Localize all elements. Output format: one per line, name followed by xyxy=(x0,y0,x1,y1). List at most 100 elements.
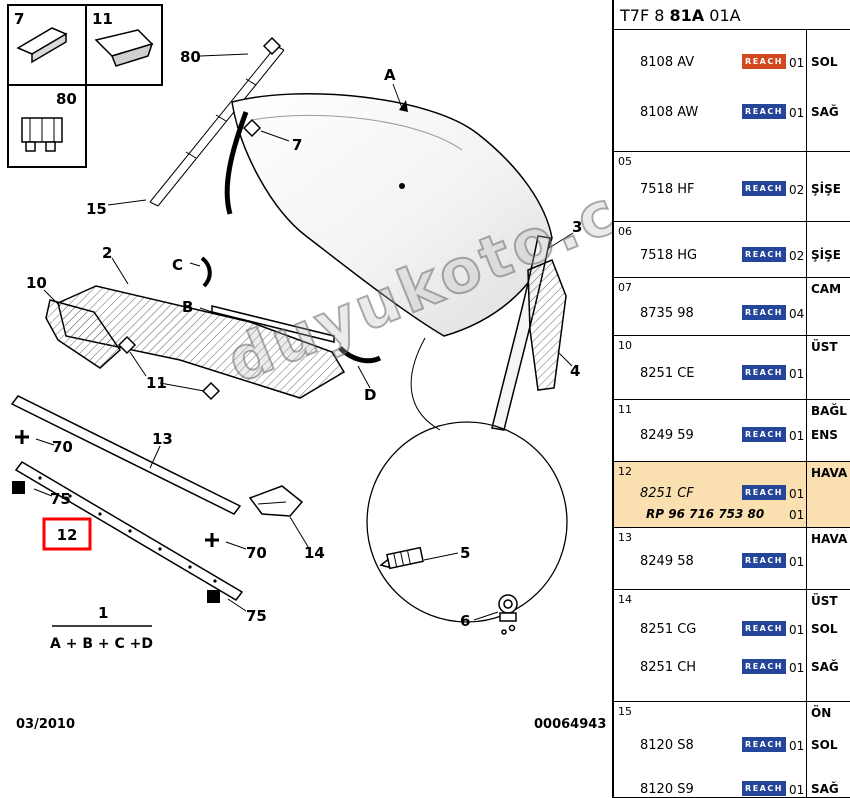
ref-number: 15 xyxy=(618,705,632,718)
part-row[interactable]: 8251 CG REACH 01 xyxy=(614,621,850,638)
parts-diagram: 7 11 80 xyxy=(7,4,606,732)
part-row[interactable]: 8735 98 REACH 04 xyxy=(614,305,850,322)
callout-11[interactable]: 11 xyxy=(146,374,167,392)
table-row-group[interactable]: 05 7518 HF REACH 02 ŞİŞE xyxy=(614,152,850,222)
catalog-reference-header: T7F 8 81A 01A xyxy=(614,0,850,30)
part-row[interactable]: 8108 AW REACH 01 xyxy=(614,104,850,121)
callout-3[interactable]: 3 xyxy=(572,218,582,236)
callout-2[interactable]: 2 xyxy=(102,244,112,262)
quantity: 01 xyxy=(789,487,805,501)
callout-75b[interactable]: 75 xyxy=(246,607,267,625)
hood-seal xyxy=(224,111,249,215)
callout-13[interactable]: 13 xyxy=(152,430,173,448)
description: ŞİŞE xyxy=(811,182,841,196)
reach-badge[interactable]: REACH xyxy=(742,181,786,196)
table-row-group[interactable]: 15 8120 S8 REACH 01 8120 S9 REACH 01 ÖN … xyxy=(614,702,850,798)
bracket-14 xyxy=(248,485,304,517)
callout-70b[interactable]: 70 xyxy=(246,544,267,562)
reach-badge[interactable]: REACH xyxy=(742,305,786,320)
callout-5[interactable]: 5 xyxy=(460,544,470,562)
table-row-group[interactable]: 07 8735 98 REACH 04 CAM xyxy=(614,278,850,336)
clip-part-5 xyxy=(379,546,424,570)
part-row[interactable]: 8251 CF REACH 01 xyxy=(614,485,850,502)
ref-number: 14 xyxy=(618,593,632,606)
highlighted-callout-box[interactable] xyxy=(42,517,92,551)
callout-11-inset[interactable]: 11 xyxy=(92,10,113,28)
legend: 1 A + B + C +D xyxy=(50,604,153,652)
quantity: 01 xyxy=(789,661,805,675)
part-row[interactable]: 7518 HF REACH 02 xyxy=(614,181,850,198)
reach-badge[interactable]: REACH xyxy=(742,54,786,69)
reach-badge[interactable]: REACH xyxy=(742,737,786,752)
reach-badge[interactable]: REACH xyxy=(742,621,786,636)
part-number: 8249 58 xyxy=(640,554,694,569)
callout-D[interactable]: D xyxy=(364,386,376,404)
ref-number: 12 xyxy=(618,465,632,478)
description: BAĞL xyxy=(811,404,847,418)
reach-badge[interactable]: REACH xyxy=(742,365,786,380)
part-row[interactable]: 8120 S8 REACH 01 xyxy=(614,737,850,754)
callout-C[interactable]: C xyxy=(172,256,183,274)
part-row[interactable]: 7518 HG REACH 02 xyxy=(614,247,850,264)
bolt-marker-left xyxy=(15,430,29,444)
table-row-group[interactable]: 10 8251 CE REACH 01 ÜST xyxy=(614,336,850,400)
bar-12 xyxy=(14,461,244,601)
description: ÜST xyxy=(811,340,838,354)
part-row[interactable]: 8251 CH REACH 01 xyxy=(614,659,850,676)
inset-box-11: 11 xyxy=(85,4,163,86)
table-row-group[interactable]: 8108 AV REACH 01 8108 AW REACH 01 SOL SA… xyxy=(614,30,850,152)
reach-badge[interactable]: REACH xyxy=(742,104,786,119)
reach-badge[interactable]: REACH xyxy=(742,659,786,674)
callout-14[interactable]: 14 xyxy=(304,544,325,562)
table-row-group[interactable]: 13 8249 58 REACH 01 HAVA xyxy=(614,528,850,590)
table-row-group-selected[interactable]: 12 8251 CF REACH 01 RP 96 716 753 80 01 … xyxy=(614,462,850,528)
callout-6[interactable]: 6 xyxy=(460,612,470,630)
table-row-group[interactable]: 11 8249 59 REACH 01 BAĞL ENS xyxy=(614,400,850,462)
callout-12-highlighted[interactable]: 12 xyxy=(57,526,78,544)
marker-diamond xyxy=(262,36,282,56)
part-row[interactable]: 8249 59 REACH 01 xyxy=(614,427,850,444)
replacement-part-row[interactable]: RP 96 716 753 80 01 xyxy=(614,507,850,523)
exploded-diagram-pane: 7 11 80 xyxy=(7,4,612,732)
callout-70[interactable]: 70 xyxy=(52,438,73,456)
reach-badge[interactable]: REACH xyxy=(742,427,786,442)
table-row-group[interactable]: 14 8251 CG REACH 01 8251 CH REACH 01 ÜST… xyxy=(614,590,850,702)
hood-pin xyxy=(399,183,405,189)
parts-table-pane: T7F 8 81A 01A 8108 AV REACH 01 8108 AW R… xyxy=(612,0,850,798)
replacement-part-number: RP 96 716 753 80 xyxy=(646,507,765,521)
reach-badge[interactable]: REACH xyxy=(742,553,786,568)
callout-15[interactable]: 15 xyxy=(86,200,107,218)
part-row[interactable]: 8108 AV REACH 01 xyxy=(614,54,850,71)
quantity: 01 xyxy=(789,56,805,70)
callout-B[interactable]: B xyxy=(182,298,193,316)
part-row[interactable]: 8249 58 REACH 01 xyxy=(614,553,850,570)
quantity: 02 xyxy=(789,249,805,263)
callout-4[interactable]: 4 xyxy=(570,362,580,380)
callout-7-inset[interactable]: 7 xyxy=(14,10,24,28)
callout-7[interactable]: 7 xyxy=(292,136,302,154)
description: HAVA xyxy=(811,532,848,546)
quantity: 01 xyxy=(789,783,805,797)
marker-diamond xyxy=(201,381,221,401)
part-row[interactable]: 8251 CE REACH 01 xyxy=(614,365,850,382)
part-row[interactable]: 8120 S9 REACH 01 xyxy=(614,781,850,798)
reach-badge[interactable]: REACH xyxy=(742,781,786,796)
header-code: 81A xyxy=(669,6,705,25)
strip-b xyxy=(211,305,335,343)
callout-80[interactable]: 80 xyxy=(180,48,201,66)
reach-badge[interactable]: REACH xyxy=(742,485,786,500)
table-row-group[interactable]: 06 7518 HG REACH 02 ŞİŞE xyxy=(614,222,850,278)
callout-10[interactable]: 10 xyxy=(26,274,47,292)
reach-badge[interactable]: REACH xyxy=(742,247,786,262)
part-number: 8108 AV xyxy=(640,55,695,70)
part-number: 8251 CH xyxy=(640,660,697,675)
callout-80-inset[interactable]: 80 xyxy=(56,90,77,108)
callout-75[interactable]: 75 xyxy=(50,490,71,508)
ref-number: 06 xyxy=(618,225,632,238)
header-suffix: 01A xyxy=(704,6,741,25)
quantity: 04 xyxy=(789,307,805,321)
legend-numerator: 1 xyxy=(98,604,108,622)
ref-number: 05 xyxy=(618,155,632,168)
callout-A[interactable]: A xyxy=(384,66,396,84)
